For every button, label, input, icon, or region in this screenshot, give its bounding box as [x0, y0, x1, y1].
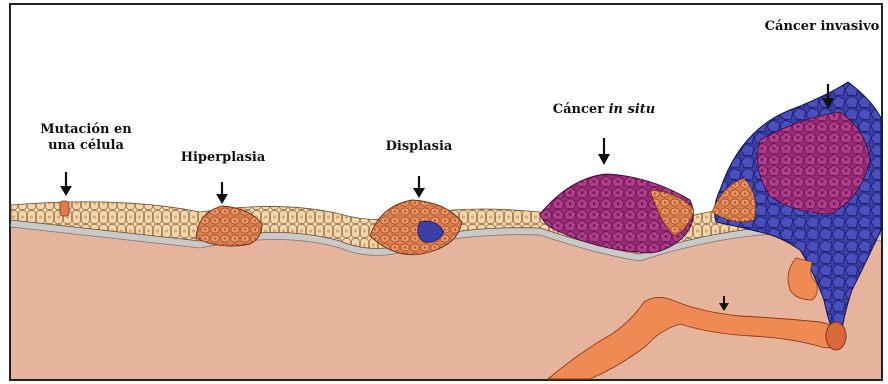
label-hyperplasia: Hiperplasia: [168, 150, 278, 166]
stroma: [11, 225, 881, 379]
label-invasive: Cáncer invasivo: [764, 19, 880, 35]
label-in-situ-prefix: Cáncer: [553, 102, 604, 117]
mutated-cell: [60, 201, 69, 216]
label-in-situ-italic: in situ: [609, 102, 656, 117]
label-mutation-line1: Mutación en: [36, 122, 136, 138]
label-dysplasia: Displasia: [374, 139, 464, 155]
label-in-situ: Cáncer in situ: [542, 102, 666, 118]
label-mutation: Mutación en una célula: [36, 122, 136, 154]
vessel-lumen: [826, 322, 846, 350]
label-mutation-line2: una célula: [36, 138, 136, 154]
